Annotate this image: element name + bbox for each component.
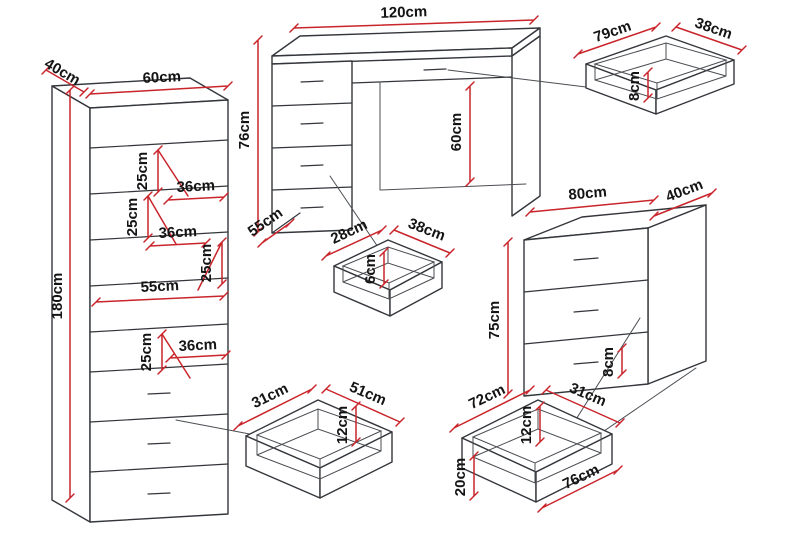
dimension-lines-drawer-boxes bbox=[233, 22, 747, 513]
dimension-lines-wardrobe bbox=[41, 65, 233, 503]
dim-line-desk-opening bbox=[465, 81, 475, 187]
label-topdrawer-height: 8cm bbox=[626, 71, 643, 101]
dim-line-desk-depth bbox=[257, 218, 295, 248]
dim-line-middrawer-width bbox=[321, 225, 387, 261]
label-wardrobe-height: 180cm bbox=[49, 273, 66, 320]
dimension-lines-desk bbox=[253, 15, 539, 248]
label-desk-opening: 60cm bbox=[448, 113, 465, 151]
dim-line-wardrobe-depth bbox=[41, 65, 89, 97]
dim-line-brdrawer-depth bbox=[541, 385, 625, 428]
label-wardrobe-internal-5: 25cm bbox=[198, 244, 215, 282]
label-desk-width: 120cm bbox=[380, 3, 427, 22]
dim-leader-diagonals bbox=[147, 149, 223, 379]
leader-chest-to-drawer-2 bbox=[587, 367, 697, 443]
wardrobe-drawer-box bbox=[245, 399, 393, 499]
dim-line-middrawer-depth bbox=[389, 225, 455, 258]
wardrobe-drawing bbox=[51, 77, 229, 523]
label-chest-height: 75cm bbox=[486, 301, 503, 339]
label-chest-depth: 40cm bbox=[663, 176, 705, 206]
wardrobe-front-face bbox=[89, 99, 229, 523]
dim-line-brdrawer-width bbox=[449, 385, 535, 433]
chest-drawer-handles bbox=[573, 257, 599, 365]
dim-line-chest-gap bbox=[617, 343, 627, 379]
dim-line-internal-2 bbox=[163, 192, 229, 205]
dim-line-internal-6 bbox=[91, 291, 229, 307]
label-wardrobe-internal-8: 36cm bbox=[178, 336, 217, 355]
label-wardrobe-internal-6: 55cm bbox=[140, 277, 179, 296]
dim-line-wardrobe-width bbox=[85, 81, 233, 99]
desk-pedestal-drawer-handles bbox=[300, 80, 324, 209]
label-desk-depth: 55cm bbox=[245, 204, 286, 240]
dim-line-brdrawer-front bbox=[469, 451, 479, 501]
drawer-right-wall bbox=[535, 433, 613, 503]
label-topdrawer-depth: 38cm bbox=[693, 14, 735, 43]
leader-chest-to-drawer-1 bbox=[567, 317, 641, 433]
wardrobe-drawer-separators bbox=[89, 413, 229, 473]
dim-line-topdrawer-height bbox=[643, 67, 653, 103]
label-chest-width: 80cm bbox=[568, 183, 608, 203]
dim-line-middrawer-height bbox=[379, 247, 389, 289]
dim-line-chest-width bbox=[525, 195, 659, 217]
dimension-lines-chest bbox=[503, 188, 717, 399]
drawer-interior bbox=[256, 408, 382, 480]
label-wardrobe-internal-7: 25cm bbox=[138, 333, 155, 371]
desk-right-panel bbox=[511, 35, 541, 217]
dim-line-bldrawer-width bbox=[233, 384, 317, 431]
dim-line-brdrawer-bottom bbox=[537, 465, 623, 513]
label-middrawer-depth: 38cm bbox=[406, 215, 448, 245]
dim-line-chest-depth bbox=[649, 188, 717, 221]
leader-desk-to-pedestal-drawer bbox=[329, 175, 381, 251]
label-bldrawer-width: 31cm bbox=[249, 380, 291, 412]
label-wardrobe-internal-3: 25cm bbox=[124, 198, 141, 236]
dim-line-chest-height bbox=[503, 237, 513, 399]
desk-drawing bbox=[271, 27, 541, 234]
dim-line-bldrawer-depth bbox=[321, 384, 405, 427]
desk-kneehole-back-panel bbox=[379, 82, 527, 191]
drawer-interior bbox=[472, 408, 602, 484]
label-wardrobe-width: 60cm bbox=[142, 68, 181, 87]
drawer-right-wall bbox=[655, 59, 735, 115]
desk-bottom-depth-edge bbox=[271, 212, 301, 234]
dim-line-desk-height bbox=[253, 35, 263, 237]
leader-desk-to-top-drawer bbox=[447, 69, 595, 89]
desk-center-drawer-handle bbox=[423, 68, 447, 71]
drawer-interior bbox=[342, 246, 435, 300]
label-wardrobe-internal-1: 25cm bbox=[134, 152, 151, 190]
label-chest-gap: 8cm bbox=[600, 347, 617, 377]
label-brdrawer-width: 72cm bbox=[466, 381, 508, 413]
dim-line-topdrawer-width bbox=[573, 22, 661, 59]
desk-center-rail bbox=[351, 76, 513, 84]
drawer-right-wall bbox=[389, 261, 443, 317]
drawer-interior bbox=[594, 42, 727, 100]
dim-line-wardrobe-height bbox=[65, 85, 75, 503]
chest-drawer-separators bbox=[523, 279, 649, 345]
desk-pedestal-drawer-separators bbox=[271, 102, 353, 191]
chest-front-face bbox=[523, 227, 649, 397]
dim-line-internal-4 bbox=[145, 238, 211, 251]
desk-pedestal-drawer-box bbox=[333, 239, 443, 317]
chest-side-face bbox=[647, 204, 707, 385]
desk-top-drawer-box bbox=[585, 35, 735, 115]
dim-line-desk-width bbox=[289, 15, 539, 33]
dim-line-bldrawer-height bbox=[351, 401, 361, 447]
wardrobe-drawer-handles bbox=[147, 392, 171, 495]
chest-drawer-box bbox=[461, 399, 613, 503]
label-wardrobe-internal-2: 36cm bbox=[176, 177, 215, 196]
dim-line-topdrawer-depth bbox=[671, 22, 747, 55]
dim-line-brdrawer-height bbox=[535, 401, 545, 447]
label-bldrawer-depth: 51cm bbox=[347, 379, 389, 410]
label-brdrawer-height: 12cm bbox=[518, 406, 535, 444]
dim-line-internal-8 bbox=[165, 350, 231, 363]
label-brdrawer-front: 20cm bbox=[452, 458, 469, 496]
label-desk-height: 76cm bbox=[236, 111, 253, 149]
label-middrawer-height: 6cm bbox=[362, 254, 379, 284]
label-bldrawer-height: 12cm bbox=[334, 406, 351, 444]
label-wardrobe-depth: 40cm bbox=[41, 55, 83, 89]
label-wardrobe-internal-4: 36cm bbox=[158, 223, 197, 242]
